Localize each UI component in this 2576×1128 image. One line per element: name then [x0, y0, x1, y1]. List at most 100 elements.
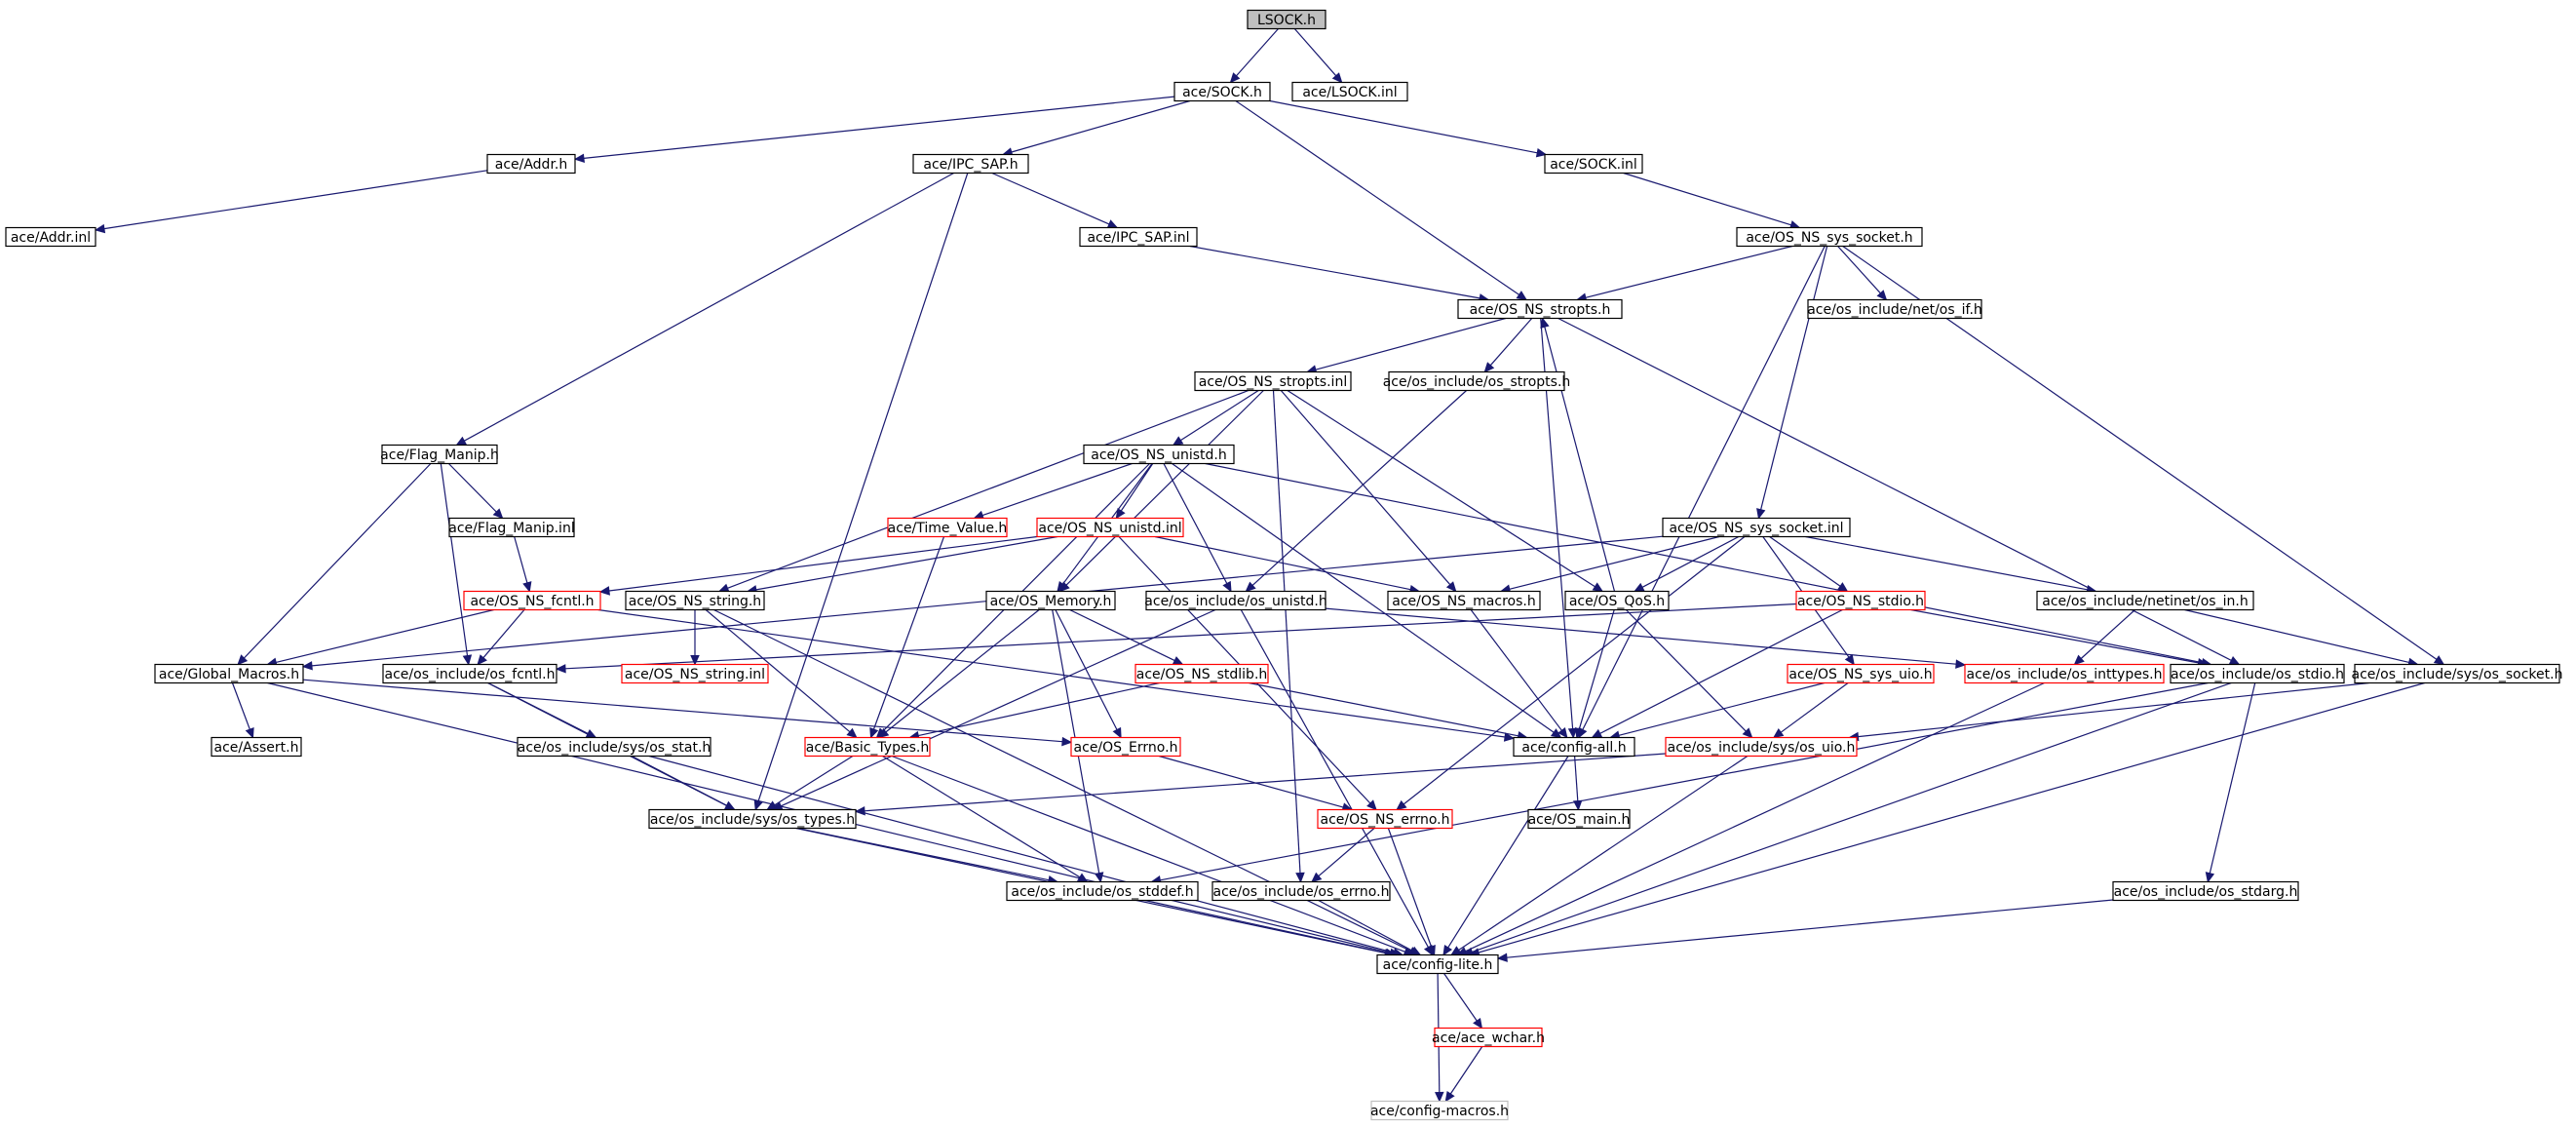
edge-os_ns_stropts_inl-to-os_memory_h: [1058, 390, 1264, 593]
edge-os_qos_h-to-os_ns_stropts_h: [1540, 317, 1616, 592]
edge-sock_h-to-addr_h: [573, 96, 1175, 164]
edge-flag_manip_inl-to-os_ns_fcntl_h: [514, 536, 532, 593]
edge-os_ns_stropts_inl-to-os_ns_string_h: [717, 389, 1250, 593]
node-os-main-h[interactable]: ace/OS_main.h: [1527, 808, 1631, 830]
node-sock-inl[interactable]: ace/SOCK.inl: [1544, 153, 1643, 175]
node-os-ns-fcntl-h[interactable]: ace/OS_NS_fcntl.h: [463, 590, 601, 611]
edge-os_qos_h-to-config_all_h: [1574, 609, 1615, 739]
edge-sys_os_socket_h-to-sys_os_uio_h: [1848, 681, 2369, 742]
edge-flag_manip_h-to-os_fcntl_h: [440, 463, 473, 666]
edge-os_ns_sys_socket_inl-to-os_ns_stdio_h: [1769, 536, 1849, 593]
node-time-value-h[interactable]: ace/Time_Value.h: [887, 517, 1008, 538]
edge-basic_types_h-to-os_stddef_h: [882, 755, 1089, 883]
node-addr-inl[interactable]: ace/Addr.inl: [5, 226, 96, 248]
edge-os_memory_h-to-os_errno_h: [1055, 609, 1122, 739]
node-os-ns-string-inl[interactable]: ace/OS_NS_string.inl: [621, 663, 769, 684]
node-addr-h[interactable]: ace/Addr.h: [486, 153, 576, 175]
edge-sock_h-to-ipc_sap_h: [1001, 99, 1191, 157]
node-label: ace/os_include/os_inttypes.h: [1967, 667, 2163, 682]
edge-ace_wchar_h-to-config_macros_h: [1444, 1046, 1483, 1103]
node-sys-os-socket-h[interactable]: ace/os_include/sys/os_socket.h: [2352, 663, 2563, 684]
node-os-ns-stdio-h[interactable]: ace/OS_NS_stdio.h: [1795, 590, 1926, 611]
node-label: ace/os_include/os_stropts.h: [1383, 374, 1571, 390]
edge-sys_os_stat_h-to-sys_os_types_h: [631, 755, 736, 811]
edge-sys_os_uio_h-to-config_lite_h: [1450, 756, 1749, 956]
node-label: ace/OS_Memory.h: [990, 594, 1112, 609]
node-config-all-h[interactable]: ace/config-all.h: [1513, 736, 1635, 758]
node-os-qos-h[interactable]: ace/OS_QoS.h: [1564, 590, 1670, 611]
edge-flag_manip_h-to-global_macros_h: [237, 463, 432, 666]
node-label: ace/ace_wchar.h: [1432, 1031, 1545, 1046]
node-os-include-os-errno-h[interactable]: ace/os_include/os_errno.h: [1211, 880, 1391, 902]
node-os-fcntl-h[interactable]: ace/os_include/os_fcntl.h: [382, 663, 557, 684]
edge-sock_h-to-sock_inl: [1269, 99, 1548, 158]
edge-os_ns_sys_socket_h-to-os_ns_sys_socket_inl: [1756, 246, 1828, 520]
node-os-ns-sys-uio-h[interactable]: ace/OS_NS_sys_uio.h: [1787, 663, 1935, 684]
node-netinet-os-in-h[interactable]: ace/os_include/netinet/os_in.h: [2036, 590, 2254, 611]
edge-os_ns_stropts_inl-to-os_include_os_errno_h: [1272, 390, 1305, 883]
node-label: ace/OS_NS_errno.h: [1320, 812, 1449, 828]
node-os-stropts-h[interactable]: ace/os_include/os_stropts.h: [1383, 370, 1571, 392]
node-label: ace/Flag_Manip.inl: [448, 521, 574, 536]
edge-config_all_h-to-config_lite_h: [1442, 756, 1569, 956]
node-ace-wchar-h[interactable]: ace/ace_wchar.h: [1432, 1027, 1545, 1048]
edge-os_ns_errno_h-to-os_include_os_errno_h: [1311, 828, 1375, 883]
node-lsock-h[interactable]: LSOCK.h: [1247, 9, 1326, 30]
node-assert-h[interactable]: ace/Assert.h: [211, 736, 302, 758]
node-os-ns-stdlib-h[interactable]: ace/OS_NS_stdlib.h: [1134, 663, 1269, 684]
node-os-ns-stropts-inl[interactable]: ace/OS_NS_stropts.inl: [1194, 370, 1352, 392]
edge-time_value_h-to-basic_types_h: [869, 536, 945, 739]
node-label: ace/OS_NS_macros.h: [1392, 594, 1535, 609]
node-sock-h[interactable]: ace/SOCK.h: [1173, 81, 1271, 102]
edge-os_ns_unistd_h-to-os_ns_unistd_inl: [1115, 463, 1154, 520]
node-os-ns-errno-h[interactable]: ace/OS_NS_errno.h: [1317, 808, 1453, 830]
node-ipc-sap-inl[interactable]: ace/IPC_SAP.inl: [1079, 226, 1198, 248]
edge-os_ns_sys_socket_h-to-net_os_if_h: [1837, 246, 1888, 301]
node-os-ns-stropts-h[interactable]: ace/OS_NS_stropts.h: [1457, 298, 1623, 320]
node-config-macros-h[interactable]: ace/config-macros.h: [1370, 1100, 1509, 1121]
edge-os_ns_stdlib_h-to-config_all_h: [1249, 681, 1528, 741]
node-sys-os-uio-h[interactable]: ace/os_include/sys/os_uio.h: [1665, 736, 1858, 758]
node-flag-manip-h[interactable]: ace/Flag_Manip.h: [380, 444, 499, 465]
edge-os_ns_sys_uio_h-to-config_all_h: [1609, 681, 1825, 740]
node-os-ns-sys-socket-h[interactable]: ace/OS_NS_sys_socket.h: [1736, 226, 1923, 248]
node-sys-os-types-h[interactable]: ace/os_include/sys/os_types.h: [648, 808, 857, 830]
edge-os_ns_errno_h-to-config_lite_h: [1387, 828, 1436, 956]
node-os-memory-h[interactable]: ace/OS_Memory.h: [985, 590, 1116, 611]
edge-global_macros_h-to-assert_h: [231, 682, 254, 739]
edge-os_ns_string_h-to-basic_types_h: [705, 609, 858, 739]
node-os-ns-unistd-h[interactable]: ace/OS_NS_unistd.h: [1083, 444, 1235, 465]
node-global-macros-h[interactable]: ace/Global_Macros.h: [154, 663, 304, 684]
node-label: ace/OS_Errno.h: [1074, 740, 1178, 756]
edge-os_ns_fcntl_h-to-os_fcntl_h: [477, 609, 525, 666]
node-label: ace/IPC_SAP.h: [923, 157, 1018, 173]
node-ipc-sap-h[interactable]: ace/IPC_SAP.h: [912, 153, 1029, 175]
node-label: ace/OS_NS_string.h: [629, 594, 761, 609]
node-os-inttypes-h[interactable]: ace/os_include/os_inttypes.h: [1964, 663, 2165, 684]
node-basic-types-h[interactable]: ace/Basic_Types.h: [804, 736, 931, 758]
node-lsock-inl[interactable]: ace/LSOCK.inl: [1291, 81, 1408, 102]
node-config-lite-h[interactable]: ace/config-lite.h: [1376, 953, 1499, 975]
node-label: ace/os_include/sys/os_stat.h: [518, 740, 711, 756]
edge-lsock_h-to-lsock_inl: [1293, 28, 1343, 84]
node-os-ns-unistd-inl[interactable]: ace/OS_NS_unistd.inl: [1036, 517, 1184, 538]
node-label: ace/OS_NS_stdlib.h: [1136, 667, 1268, 682]
edge-os_stdarg_h-to-config_lite_h: [1496, 899, 2114, 962]
node-os-ns-sys-socket-inl[interactable]: ace/OS_NS_sys_socket.inl: [1662, 517, 1851, 538]
node-os-stddef-h[interactable]: ace/os_include/os_stddef.h: [1006, 880, 1199, 902]
edge-addr_h-to-addr_inl: [94, 170, 488, 234]
node-os-ns-macros-h[interactable]: ace/OS_NS_macros.h: [1387, 590, 1541, 611]
node-os-unistd-h[interactable]: ace/os_include/os_unistd.h: [1144, 590, 1327, 611]
node-os-ns-string-h[interactable]: ace/OS_NS_string.h: [625, 590, 765, 611]
node-net-os-if-h[interactable]: ace/os_include/net/os_if.h: [1807, 298, 1982, 320]
node-label: ace/config-macros.h: [1370, 1104, 1509, 1119]
header-file-nodes: LSOCK.h ace/SOCK.h ace/LSOCK.inl ace/Addr.h…: [5, 9, 2563, 1121]
node-os-stdarg-h[interactable]: ace/os_include/os_stdarg.h: [2112, 880, 2299, 902]
edge-os_ns_sys_uio_h-to-sys_os_uio_h: [1772, 682, 1849, 739]
node-os-stdio-h[interactable]: ace/os_include/os_stdio.h: [2170, 663, 2345, 684]
edge-sock_h-to-os_ns_stropts_h: [1235, 100, 1528, 301]
node-label: ace/OS_NS_fcntl.h: [470, 594, 594, 609]
node-sys-os-stat-h[interactable]: ace/os_include/sys/os_stat.h: [517, 736, 711, 758]
node-os-errno-h[interactable]: ace/OS_Errno.h: [1070, 736, 1181, 758]
node-flag-manip-inl[interactable]: ace/Flag_Manip.inl: [448, 517, 575, 538]
